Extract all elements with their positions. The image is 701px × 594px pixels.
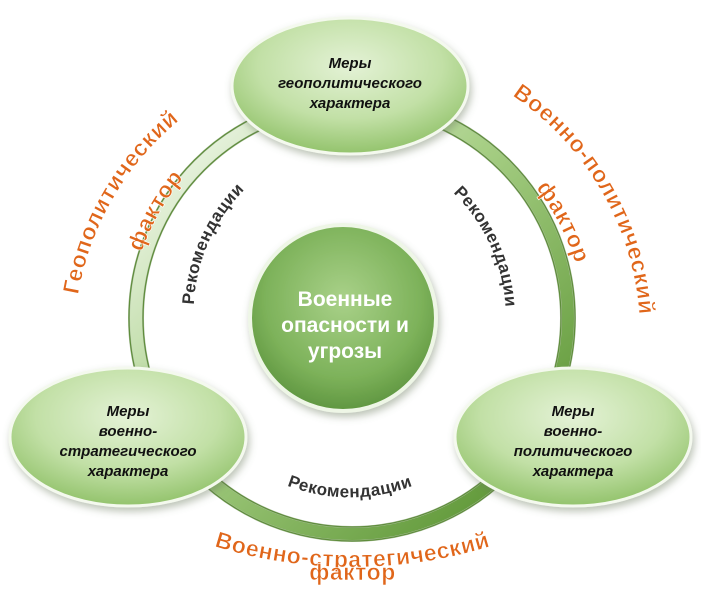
factor-geopolitical: Геополитический фактор — [57, 104, 187, 296]
recommendation-right-label: Рекомендации — [450, 182, 520, 308]
node-top-line-2: геополитического — [278, 75, 422, 92]
node-top-line-1: Меры — [329, 55, 372, 72]
node-bl-line-3: стратегического — [59, 443, 196, 460]
node-br-line-2: военно- — [544, 423, 602, 440]
node-br-line-3: политического — [514, 443, 633, 460]
node-bl-line-4: характера — [87, 463, 169, 480]
center-line-1: Военные — [298, 288, 393, 311]
factor-bottom-line-2: фактор — [309, 559, 396, 585]
center-line-3: угрозы — [308, 340, 382, 363]
center-line-2: опасности и — [281, 314, 409, 337]
node-bl-line-1: Меры — [107, 403, 150, 420]
recommendation-left-label: Рекомендации — [179, 179, 248, 305]
node-bl-line-2: военно- — [99, 423, 157, 440]
node-br-line-4: характера — [532, 463, 614, 480]
node-military-political: Меры военно- политического характера — [453, 366, 693, 508]
node-br-line-1: Меры — [552, 403, 595, 420]
node-geopolitical: Меры геополитического характера — [230, 16, 470, 156]
node-top-line-3: характера — [309, 95, 391, 112]
center-node: Военные опасности и угрозы — [248, 223, 438, 413]
recommendation-bottom-label: Рекомендации — [286, 472, 415, 502]
node-military-strategic: Меры военно- стратегического характера — [8, 366, 248, 508]
